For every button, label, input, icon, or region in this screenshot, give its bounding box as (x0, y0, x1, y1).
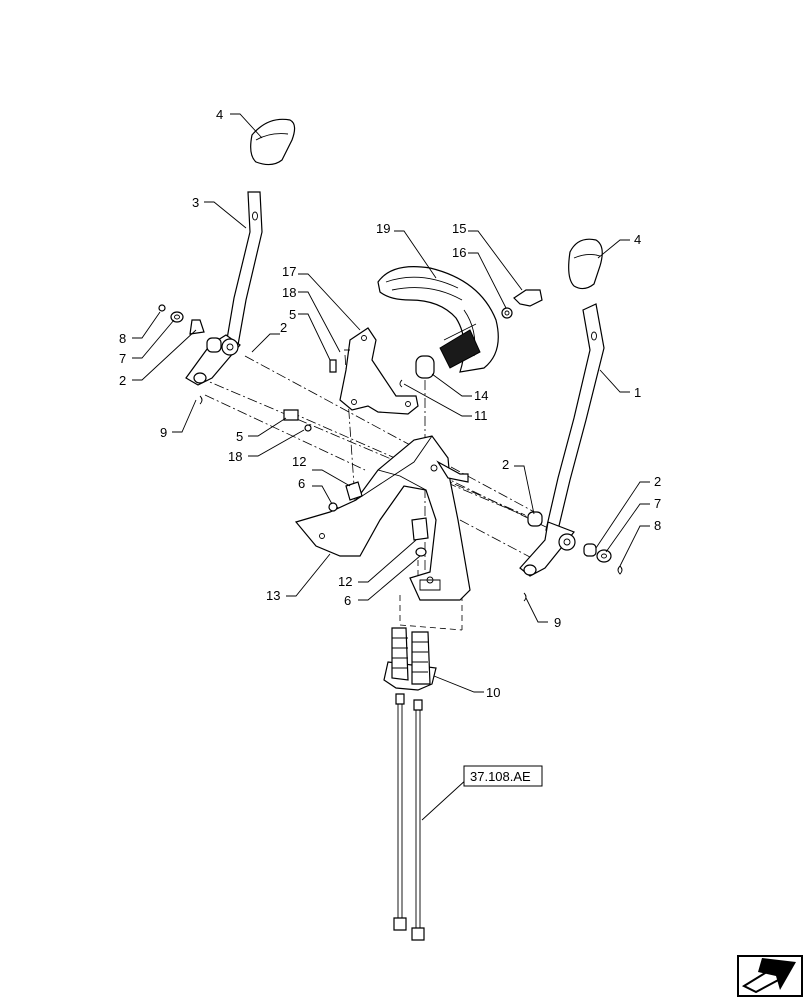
reference-label[interactable]: 37.108.AE (470, 769, 531, 784)
next-page-arrow-icon[interactable] (737, 955, 803, 997)
callout-4-left: 4 (216, 107, 223, 122)
callout-4-right: 4 (634, 232, 641, 247)
callout-17: 17 (282, 264, 296, 279)
callout-14: 14 (474, 388, 488, 403)
callout-7-left: 7 (119, 351, 126, 366)
reference-box[interactable]: 37.108.AE (463, 765, 543, 787)
callout-6-lower: 6 (344, 593, 351, 608)
callout-12-lower: 12 (338, 574, 352, 589)
callout-2-right-upper: 2 (502, 457, 509, 472)
left-lever-assembly (158, 118, 296, 405)
cover (377, 266, 499, 373)
bracket (283, 327, 419, 432)
callout-12-upper: 12 (292, 454, 306, 469)
callout-18-lower: 18 (228, 449, 242, 464)
callout-2-right: 2 (654, 474, 661, 489)
main-support (294, 435, 471, 601)
callout-16: 16 (452, 245, 466, 260)
callout-5-lower: 5 (236, 429, 243, 444)
callout-labels: 4 3 8 7 2 2 9 5 18 17 18 5 19 15 16 4 1 … (119, 107, 661, 700)
right-lever-assembly (519, 238, 623, 602)
left-lever-rod (225, 191, 263, 346)
callout-10: 10 (486, 685, 500, 700)
callout-11: 11 (474, 408, 488, 423)
cover-assembly (377, 266, 543, 388)
leader-lines (132, 113, 650, 693)
callout-7-right: 7 (654, 496, 661, 511)
callout-15: 15 (452, 221, 466, 236)
right-knob (568, 238, 603, 290)
callout-2-upper: 2 (280, 320, 287, 335)
callout-8-right: 8 (654, 518, 661, 533)
gaiter-and-cables (383, 627, 469, 941)
callout-5-upper: 5 (289, 307, 296, 322)
callout-9-left: 9 (160, 425, 167, 440)
callout-19: 19 (376, 221, 390, 236)
left-knob (250, 118, 296, 166)
callout-2-left: 2 (119, 373, 126, 388)
callout-18-upper: 18 (282, 285, 296, 300)
callout-3: 3 (192, 195, 199, 210)
callout-13: 13 (266, 588, 280, 603)
callout-1: 1 (634, 385, 641, 400)
right-lever-rod (545, 303, 605, 531)
callout-6-upper: 6 (298, 476, 305, 491)
callout-9-right: 9 (554, 615, 561, 630)
callout-8-left: 8 (119, 331, 126, 346)
